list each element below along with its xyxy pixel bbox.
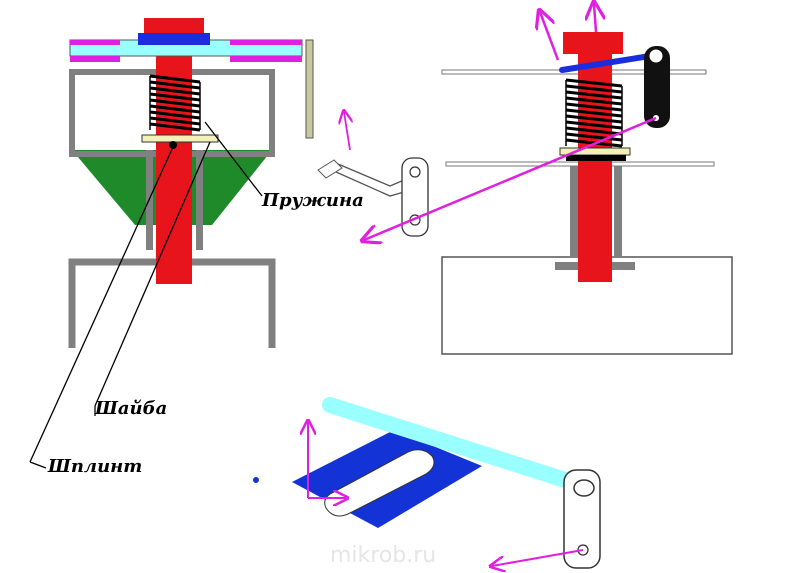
arrow-up [594, 4, 596, 33]
middle-link [317, 112, 429, 237]
spring-left [149, 74, 201, 132]
arrow-bottom-left [492, 549, 584, 566]
lever [644, 46, 670, 128]
cotter-pin-dot [169, 141, 177, 149]
bottom-assembly [253, 397, 601, 568]
bottom-arm [322, 397, 592, 494]
watermark: mikrob.ru [330, 543, 436, 568]
washer-left [141, 134, 219, 143]
label-cotter-pin: Шплинт [47, 456, 142, 477]
plate-slot [324, 449, 435, 517]
leader-washer [94, 141, 211, 407]
arm-stripe-bottom-left [70, 56, 120, 62]
arrow-up-left [540, 12, 560, 61]
leader-spring [204, 121, 263, 197]
inner-guide-right [196, 150, 203, 250]
leader-cotter [29, 146, 174, 463]
right-assembly [364, 4, 733, 355]
leader-cotter-tail [29, 461, 47, 469]
label-washer: Шайба [94, 398, 167, 419]
guide-tube-right [614, 166, 622, 258]
arm-stripe-bottom-right [230, 56, 302, 62]
washer-right-bottom [566, 155, 626, 161]
arrow-long [364, 116, 657, 240]
small-dot [253, 477, 259, 483]
blue-link [559, 53, 653, 73]
guide-tube-left [570, 166, 578, 258]
hanging-rod [305, 39, 314, 139]
spring-right [565, 78, 623, 148]
cap-plate [138, 33, 210, 45]
label-spring: Пружина [261, 190, 364, 211]
rod-right-cap [563, 32, 623, 54]
arm-stripe-right [230, 40, 302, 45]
left-assembly: Пружина Шайба Шплинт [29, 18, 364, 477]
arm-stripe-left [70, 40, 120, 45]
link-clip [317, 159, 343, 179]
